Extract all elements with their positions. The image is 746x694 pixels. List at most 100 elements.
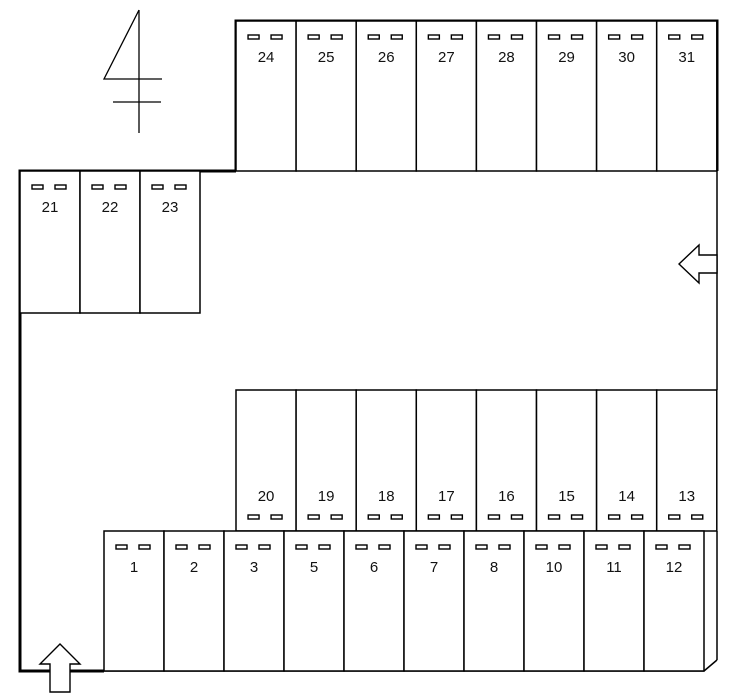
wheel-stop: [655, 544, 668, 550]
space-number: 15: [558, 488, 575, 505]
parking-space: 2: [163, 530, 225, 672]
wheel-stop: [330, 514, 343, 520]
wheel-stop: [630, 514, 644, 520]
parking-space: 12: [643, 530, 705, 672]
space-outline: [535, 20, 598, 172]
space-number: 11: [606, 559, 622, 576]
wheel-stop: [535, 544, 548, 550]
parking-space: 8: [463, 530, 525, 672]
wheel-stop: [595, 544, 608, 550]
space-outline: [223, 530, 285, 672]
space-outline: [583, 530, 645, 672]
space-number: 6: [370, 559, 378, 576]
space-outline: [235, 20, 297, 172]
space-outline: [655, 389, 718, 532]
space-number: 18: [378, 488, 395, 505]
space-number: 27: [438, 49, 455, 66]
wheel-stop: [450, 514, 464, 520]
space-number: 20: [258, 488, 275, 505]
space-outline: [463, 530, 525, 672]
wheel-stop: [547, 514, 561, 520]
north-arrow-icon: [102, 9, 162, 133]
space-number: 26: [378, 49, 395, 66]
parking-space: 21: [19, 170, 81, 314]
wheel-stop: [415, 544, 428, 550]
wheel-stop: [138, 544, 151, 550]
space-number: 7: [430, 559, 438, 576]
wheel-stop: [270, 34, 283, 40]
wheel-stop: [247, 514, 260, 520]
space-outline: [535, 389, 598, 532]
wheel-stop: [114, 184, 127, 190]
parking-space: 19: [295, 389, 357, 532]
space-outline: [139, 170, 201, 314]
arrow-left-icon: [677, 243, 718, 285]
space-number: 24: [258, 49, 275, 66]
parking-space: 20: [235, 389, 297, 532]
wheel-stop: [487, 34, 501, 40]
space-number: 8: [490, 559, 498, 576]
space-number: 16: [498, 488, 515, 505]
space-number: 10: [546, 559, 563, 576]
wheel-stop: [668, 34, 681, 40]
space-number: 28: [498, 49, 515, 66]
parking-space: 10: [523, 530, 585, 672]
wheel-stop: [510, 34, 524, 40]
parking-space: 15: [535, 389, 598, 532]
southeast-corner: [703, 659, 718, 672]
wheel-stop: [691, 34, 704, 40]
space-number: 13: [678, 488, 695, 505]
space-number: 5: [310, 559, 318, 576]
space-outline: [415, 389, 478, 532]
parking-space: 14: [595, 389, 658, 532]
space-outline: [103, 530, 165, 672]
space-number: 23: [162, 199, 179, 216]
wheel-stop: [270, 514, 283, 520]
parking-space: 26: [355, 20, 418, 172]
wheel-stop: [618, 544, 631, 550]
parking-space: 27: [415, 20, 478, 172]
wheel-stop: [630, 34, 644, 40]
space-outline: [295, 20, 357, 172]
parking-space: 3: [223, 530, 285, 672]
wheel-stop: [235, 544, 248, 550]
parking-space: 13: [655, 389, 718, 532]
space-outline: [655, 20, 718, 172]
wheel-stop: [450, 34, 464, 40]
parking-space: 1: [103, 530, 165, 672]
space-outline: [355, 20, 418, 172]
space-outline: [595, 389, 658, 532]
row-middle: 20 19 18 17 16 15 14 13: [235, 389, 718, 532]
space-number: 12: [666, 559, 683, 576]
wheel-stop: [198, 544, 211, 550]
wheel-stop: [367, 514, 380, 520]
wheel-stop: [427, 34, 441, 40]
wheel-stop: [547, 34, 561, 40]
parking-space: 25: [295, 20, 357, 172]
wheel-stop: [318, 544, 331, 550]
wheel-stop: [31, 184, 44, 190]
wheel-stop: [390, 34, 403, 40]
wheel-stop: [307, 34, 320, 40]
wheel-stop: [151, 184, 164, 190]
wheel-stop: [691, 514, 704, 520]
space-number: 17: [438, 488, 455, 505]
space-outline: [235, 389, 297, 532]
space-outline: [415, 20, 478, 172]
wheel-stop: [91, 184, 104, 190]
wheel-stop: [570, 34, 584, 40]
arrow-up-icon: [38, 643, 82, 693]
space-number: 29: [558, 49, 575, 66]
wheel-stop: [607, 514, 621, 520]
space-outline: [523, 530, 585, 672]
space-number: 31: [678, 49, 695, 66]
parking-space: 17: [415, 389, 478, 532]
space-number: 2: [190, 559, 198, 576]
wheel-stop: [295, 544, 308, 550]
parking-space: 7: [403, 530, 465, 672]
wheel-stop: [258, 544, 271, 550]
wheel-stop: [174, 184, 187, 190]
